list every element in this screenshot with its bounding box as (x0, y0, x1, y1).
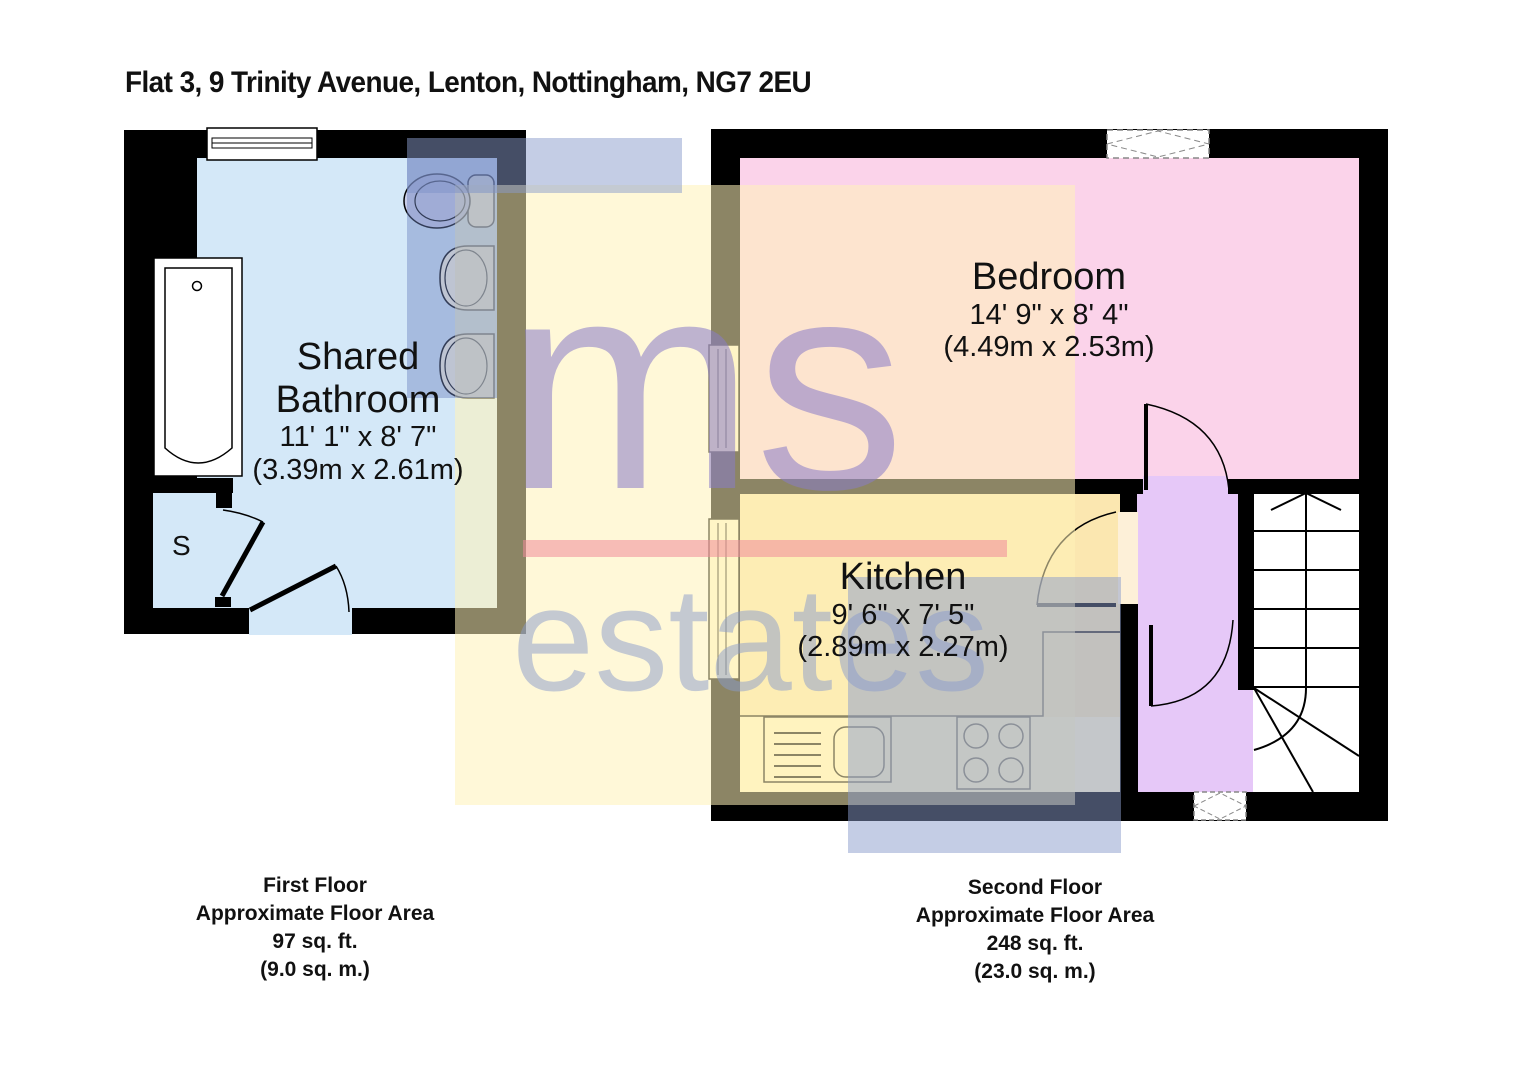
second-floor-area-label: Approximate Floor Area (915, 904, 1155, 927)
bathroom-name-line2: Bathroom (275, 378, 441, 421)
property-address-title: Flat 3, 9 Trinity Avenue, Lenton, Nottin… (125, 66, 812, 99)
second-floor-name: Second Floor (967, 876, 1103, 899)
hallway-floor (1137, 494, 1253, 792)
kitchen-name: Kitchen (839, 556, 967, 598)
storage-partition-wall (153, 478, 233, 493)
kitchen-dim-imperial: 9' 6" x 7' 5" (831, 598, 975, 631)
bathroom-label: Shared Bathroom 11' 1" x 8' 7" (3.39m x … (252, 336, 463, 486)
first-floor-area-sqft: 97 sq. ft. (272, 930, 358, 953)
kitchen-label: Kitchen 9' 6" x 7' 5" (2.89m x 2.27m) (797, 556, 1008, 663)
watermark-logo: ms estates (407, 138, 1121, 853)
bedroom-name: Bedroom (971, 256, 1127, 298)
second-floor-area-summary: Second Floor Approximate Floor Area 248 … (916, 874, 1154, 986)
bedroom-label: Bedroom 14' 9" x 8' 4" (4.49m x 2.53m) (943, 256, 1154, 363)
skylight-icon (1193, 791, 1248, 821)
skylight-icon (1106, 129, 1210, 159)
bathroom-dim-metric: (3.39m x 2.61m) (252, 453, 464, 486)
bedroom-door-icon (1144, 403, 1230, 491)
bathroom-dim-imperial: 11' 1" x 8' 7" (279, 421, 437, 454)
second-floor-area-sqft: 248 sq. ft. (986, 932, 1084, 955)
bathroom-name-line1: Shared (296, 336, 420, 378)
bedroom-dim-metric: (4.49m x 2.53m) (943, 331, 1155, 364)
storage-door-icon (219, 509, 266, 598)
first-floor-name: First Floor (263, 874, 367, 897)
watermark-estates-text: estates (512, 557, 989, 722)
first-floor-area-label: Approximate Floor Area (195, 902, 435, 925)
kitchen-dim-metric: (2.89m x 2.27m) (797, 631, 1009, 664)
bedroom-dim-imperial: 14' 9" x 8' 4" (969, 298, 1129, 331)
storage-floor (153, 493, 219, 608)
hallway-door-icon (1149, 619, 1234, 707)
watermark-ms-text: ms (505, 216, 905, 552)
staircase-icon (1253, 491, 1360, 793)
first-floor-area-summary: First Floor Approximate Floor Area 97 sq… (196, 872, 434, 984)
bathtub-icon (153, 257, 243, 477)
second-floor-area-sqm: (23.0 sq. m.) (974, 960, 1096, 983)
kitchen-doorway (1118, 512, 1138, 604)
watermark-pink-bar (523, 540, 1007, 557)
bathroom-doorway (249, 605, 352, 635)
first-floor-area-sqm: (9.0 sq. m.) (260, 958, 370, 981)
storage-label: S (172, 530, 191, 561)
watermark-blue-block (848, 577, 1121, 853)
window-icon (206, 127, 318, 161)
bathroom-door-icon (248, 563, 350, 613)
